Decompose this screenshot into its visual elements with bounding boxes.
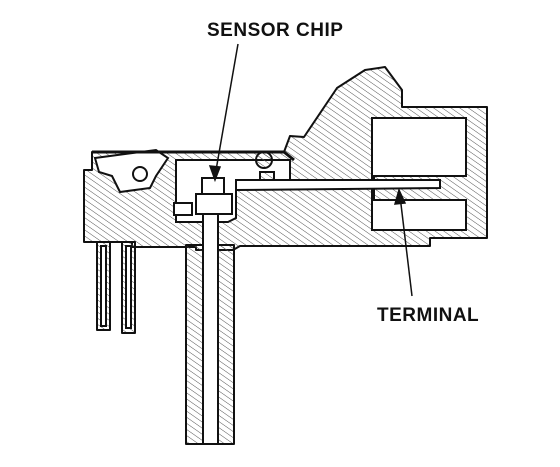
sensor-chip: [201, 177, 225, 195]
chip-left-pad: [173, 202, 193, 216]
terminal-pin: [235, 179, 441, 192]
top-cover: [92, 150, 295, 162]
leg-middle-bore: [125, 245, 132, 329]
connector-cavity: [371, 117, 467, 231]
port-bore: [202, 213, 219, 445]
chip-base: [195, 193, 233, 215]
seal-ring: [255, 151, 273, 169]
cap-detail-circle: [132, 166, 148, 182]
leg-left-bore: [100, 245, 107, 327]
sensor-chip-leader: [214, 43, 239, 177]
terminal-leader: [399, 195, 413, 297]
sensor-chip-label: SENSOR CHIP: [207, 20, 344, 41]
terminal-arrowhead: [393, 187, 407, 205]
sensor-chip-arrowhead: [208, 165, 222, 183]
terminal-label: TERMINAL: [377, 305, 480, 326]
